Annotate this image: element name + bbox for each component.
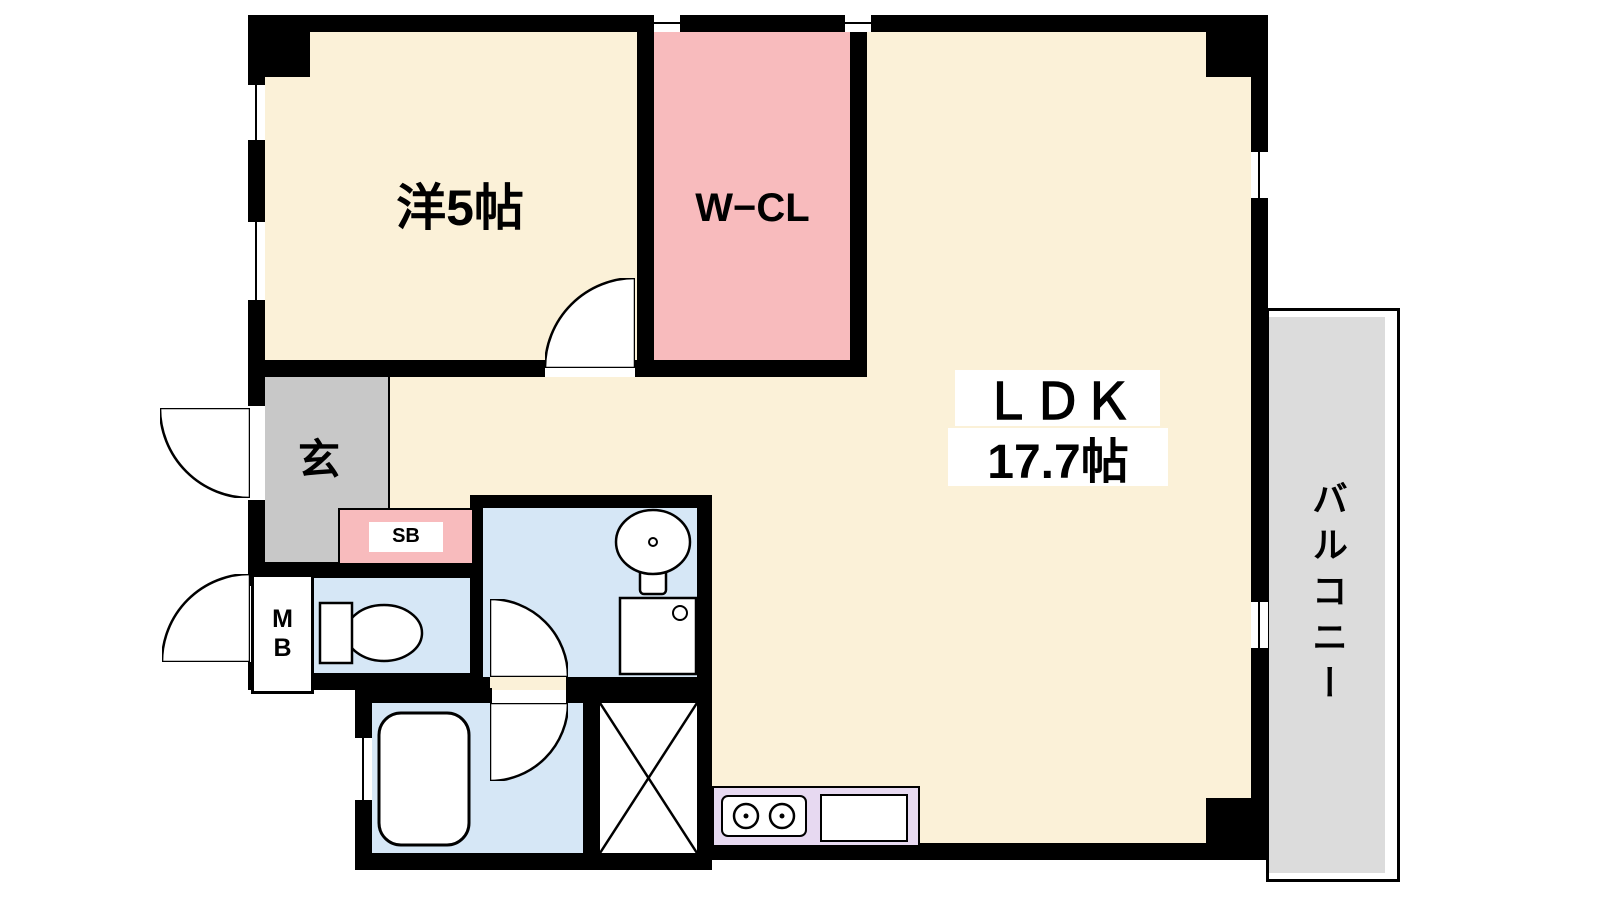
- pipe-space: [600, 703, 697, 853]
- washing-machine-icon: [618, 596, 698, 676]
- kitchen-sink-icon: [820, 794, 908, 842]
- door-arc-western-room: [545, 278, 635, 368]
- wall-left: [248, 15, 265, 690]
- ldk-size-label: 17.7帖: [948, 428, 1168, 489]
- balcony-label: バルコニー: [1307, 480, 1348, 710]
- mb-label-bottom: B: [273, 634, 292, 662]
- pillar-top-left: [248, 15, 310, 77]
- door-arc-entrance: [160, 408, 250, 498]
- balcony-deck: バルコニー: [1269, 317, 1385, 873]
- wall-room-divider: [637, 32, 654, 377]
- wcl-top-gap-left-line: [654, 22, 680, 24]
- balcony: バルコニー: [1266, 308, 1400, 882]
- wall-bathroom-top: [355, 688, 492, 703]
- mb-label-top: M: [272, 605, 293, 634]
- entrance-door-opening: [248, 406, 265, 500]
- western-room-label: 洋5帖: [396, 180, 524, 236]
- window-left-upper-line: [255, 85, 257, 140]
- window-left-lower-line: [255, 222, 257, 300]
- window-right-upper-line: [1258, 152, 1260, 198]
- wcl-floor: [654, 32, 850, 360]
- bathtub-icon: [376, 710, 472, 848]
- wall-right: [1251, 15, 1268, 860]
- wcl-label: W−CL: [695, 185, 810, 230]
- wall-block-bottom: [355, 853, 712, 870]
- genkan-label: 玄: [297, 435, 340, 483]
- window-bathroom-line: [362, 738, 364, 800]
- pillar-top-right: [1206, 15, 1268, 77]
- wall-room-bottom: [265, 360, 545, 377]
- shoe-box: SB: [338, 508, 474, 565]
- sb-label: SB: [392, 525, 420, 547]
- wall-xbox-left: [583, 690, 600, 853]
- meter-box: M B: [251, 574, 314, 694]
- sink-icon: [612, 506, 696, 598]
- pillar-bottom-right: [1206, 798, 1268, 860]
- toilet-icon: [316, 598, 428, 668]
- outside-area: [246, 690, 356, 900]
- wall-bottom-right: [697, 843, 1268, 860]
- window-right-lower-line: [1258, 602, 1260, 648]
- wall-top: [248, 15, 1268, 32]
- wall-washroom-top: [470, 495, 712, 508]
- door-arc-washroom: [490, 599, 568, 677]
- door-arc-mb: [162, 574, 250, 662]
- wall-water-right: [697, 495, 712, 853]
- ldk-label: ＬＤＫ: [955, 370, 1160, 430]
- stove-icon: [720, 794, 808, 838]
- pipe-space-x-icon: [600, 703, 697, 853]
- wcl-top-gap-right-line: [845, 22, 871, 24]
- door-arc-bathroom: [490, 703, 568, 781]
- wall-wcl-right: [850, 15, 867, 377]
- wall-wcl-bottom: [635, 360, 867, 377]
- shoe-box-tag: SB: [369, 521, 443, 552]
